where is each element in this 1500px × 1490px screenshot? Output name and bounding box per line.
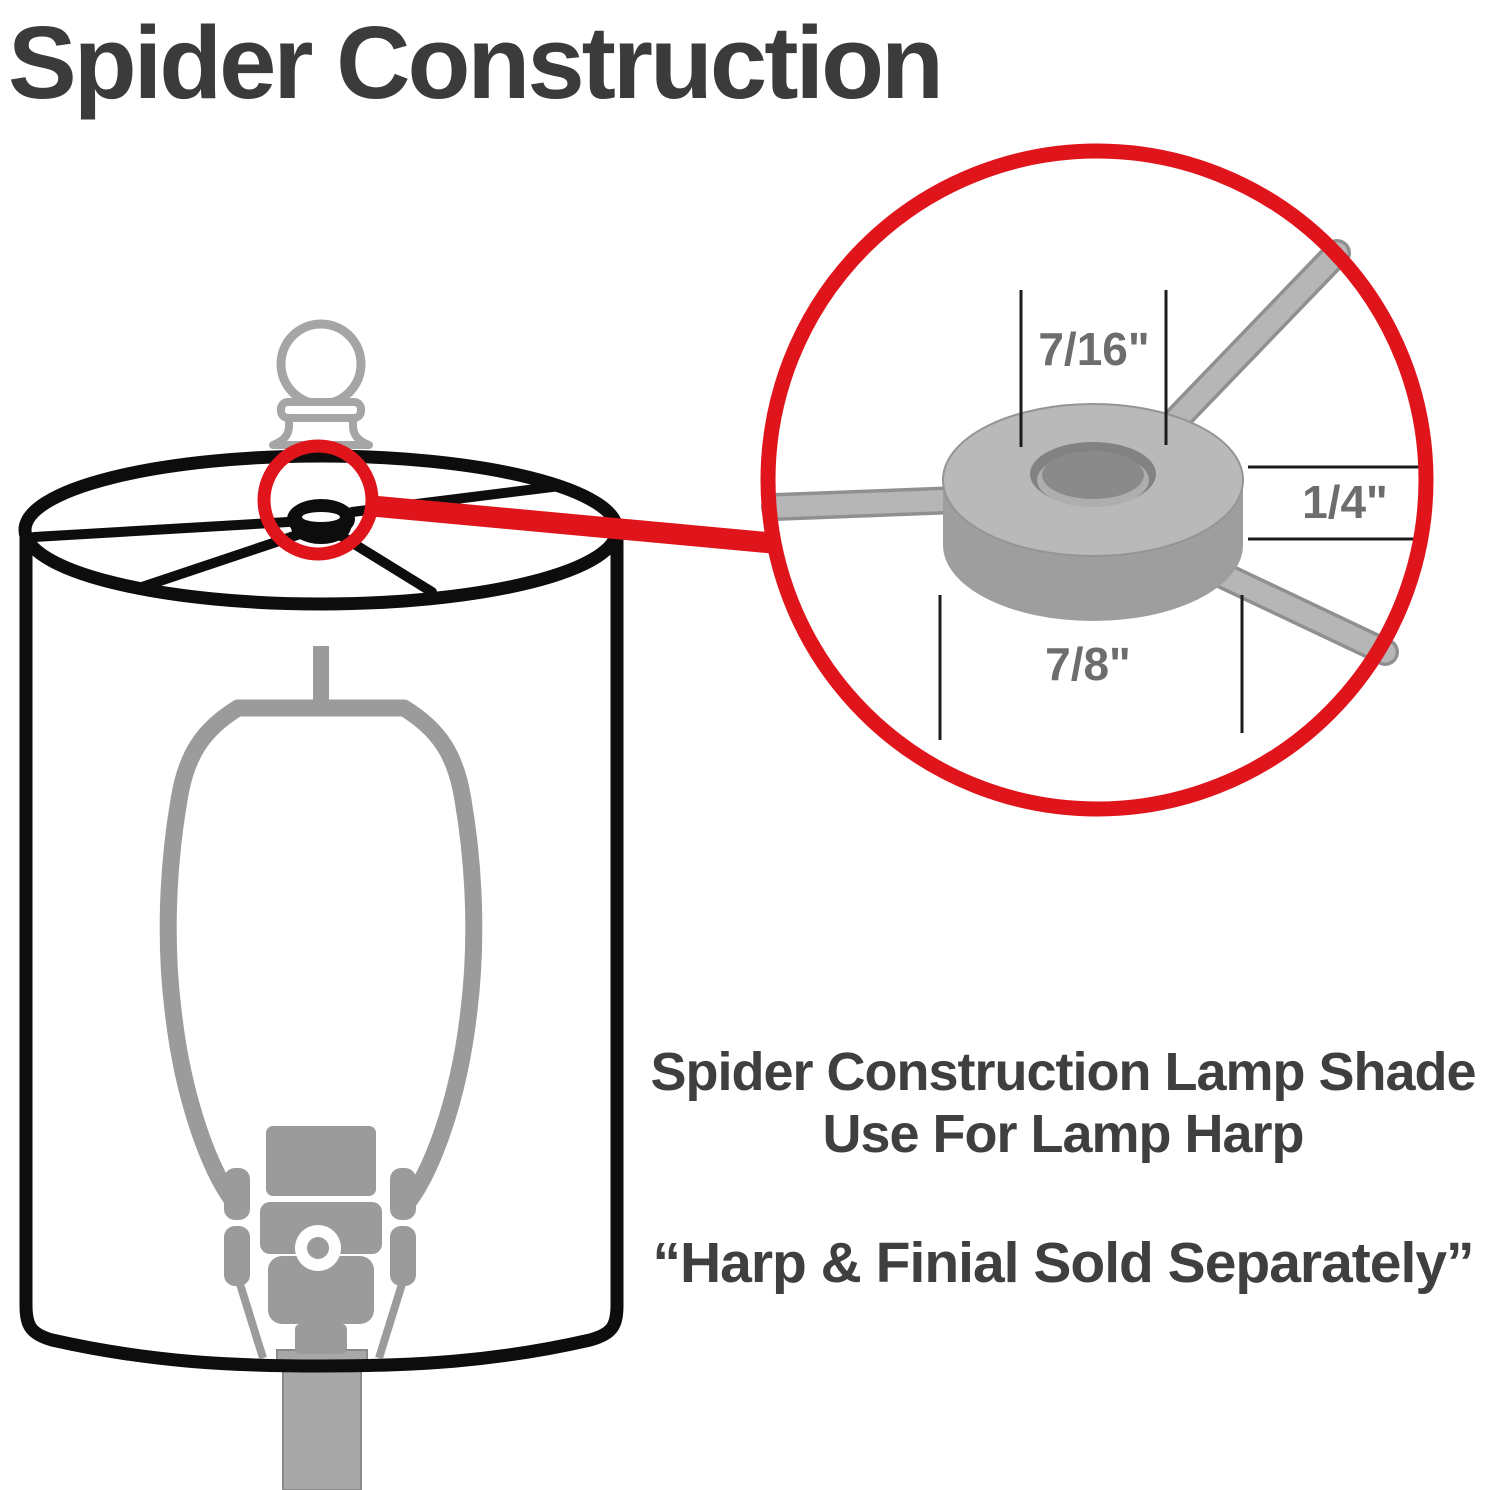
label-outer-diameter: 7/8" [1045,638,1131,690]
harp-ferrule [390,1168,416,1220]
lamp-pipe [282,1357,362,1490]
measurement-marks [938,290,1427,740]
callout-connector-line [371,495,773,554]
socket-body [268,1256,374,1324]
magnifier-circle [760,143,1434,817]
socket-cap [266,1126,376,1196]
harp-ferrule [390,1226,416,1286]
spider-spoke [29,517,293,542]
spider-fitting-render: 7/16" 1/4" 7/8" [761,239,1427,740]
harp-stem [313,646,329,712]
spider-hub-hole [302,512,340,522]
socket-knob [307,1237,329,1259]
page-title: Spider Construction [8,5,941,120]
caption-note: “Harp & Finial Sold Separately” [652,1231,1473,1295]
harp-icon [159,646,483,1286]
shade-body-outline [19,532,624,1373]
harp-wire-tip [375,1282,406,1360]
finial-base [269,414,373,449]
caption-line-2: Use For Lamp Harp [822,1104,1303,1164]
spider-hub [287,499,355,544]
finial-ball [276,319,366,409]
label-edge-thickness: 1/4" [1302,476,1388,528]
socket-nub [295,1324,347,1354]
fitting-washer-hole-depth [1042,451,1144,499]
harp-frame [159,699,483,1215]
finial-icon [269,319,373,449]
caption-line-1: Spider Construction Lamp Shade [650,1042,1475,1102]
callout-highlight-circle [257,439,379,561]
socket-icon [260,1126,382,1490]
harp-wire-tip [236,1282,267,1360]
label-inner-diameter: 7/16" [1038,323,1149,375]
harp-ferrules [224,1168,416,1286]
harp-ferrule [224,1168,250,1220]
harp-ferrule [224,1226,250,1286]
fitting-arm [764,489,969,518]
